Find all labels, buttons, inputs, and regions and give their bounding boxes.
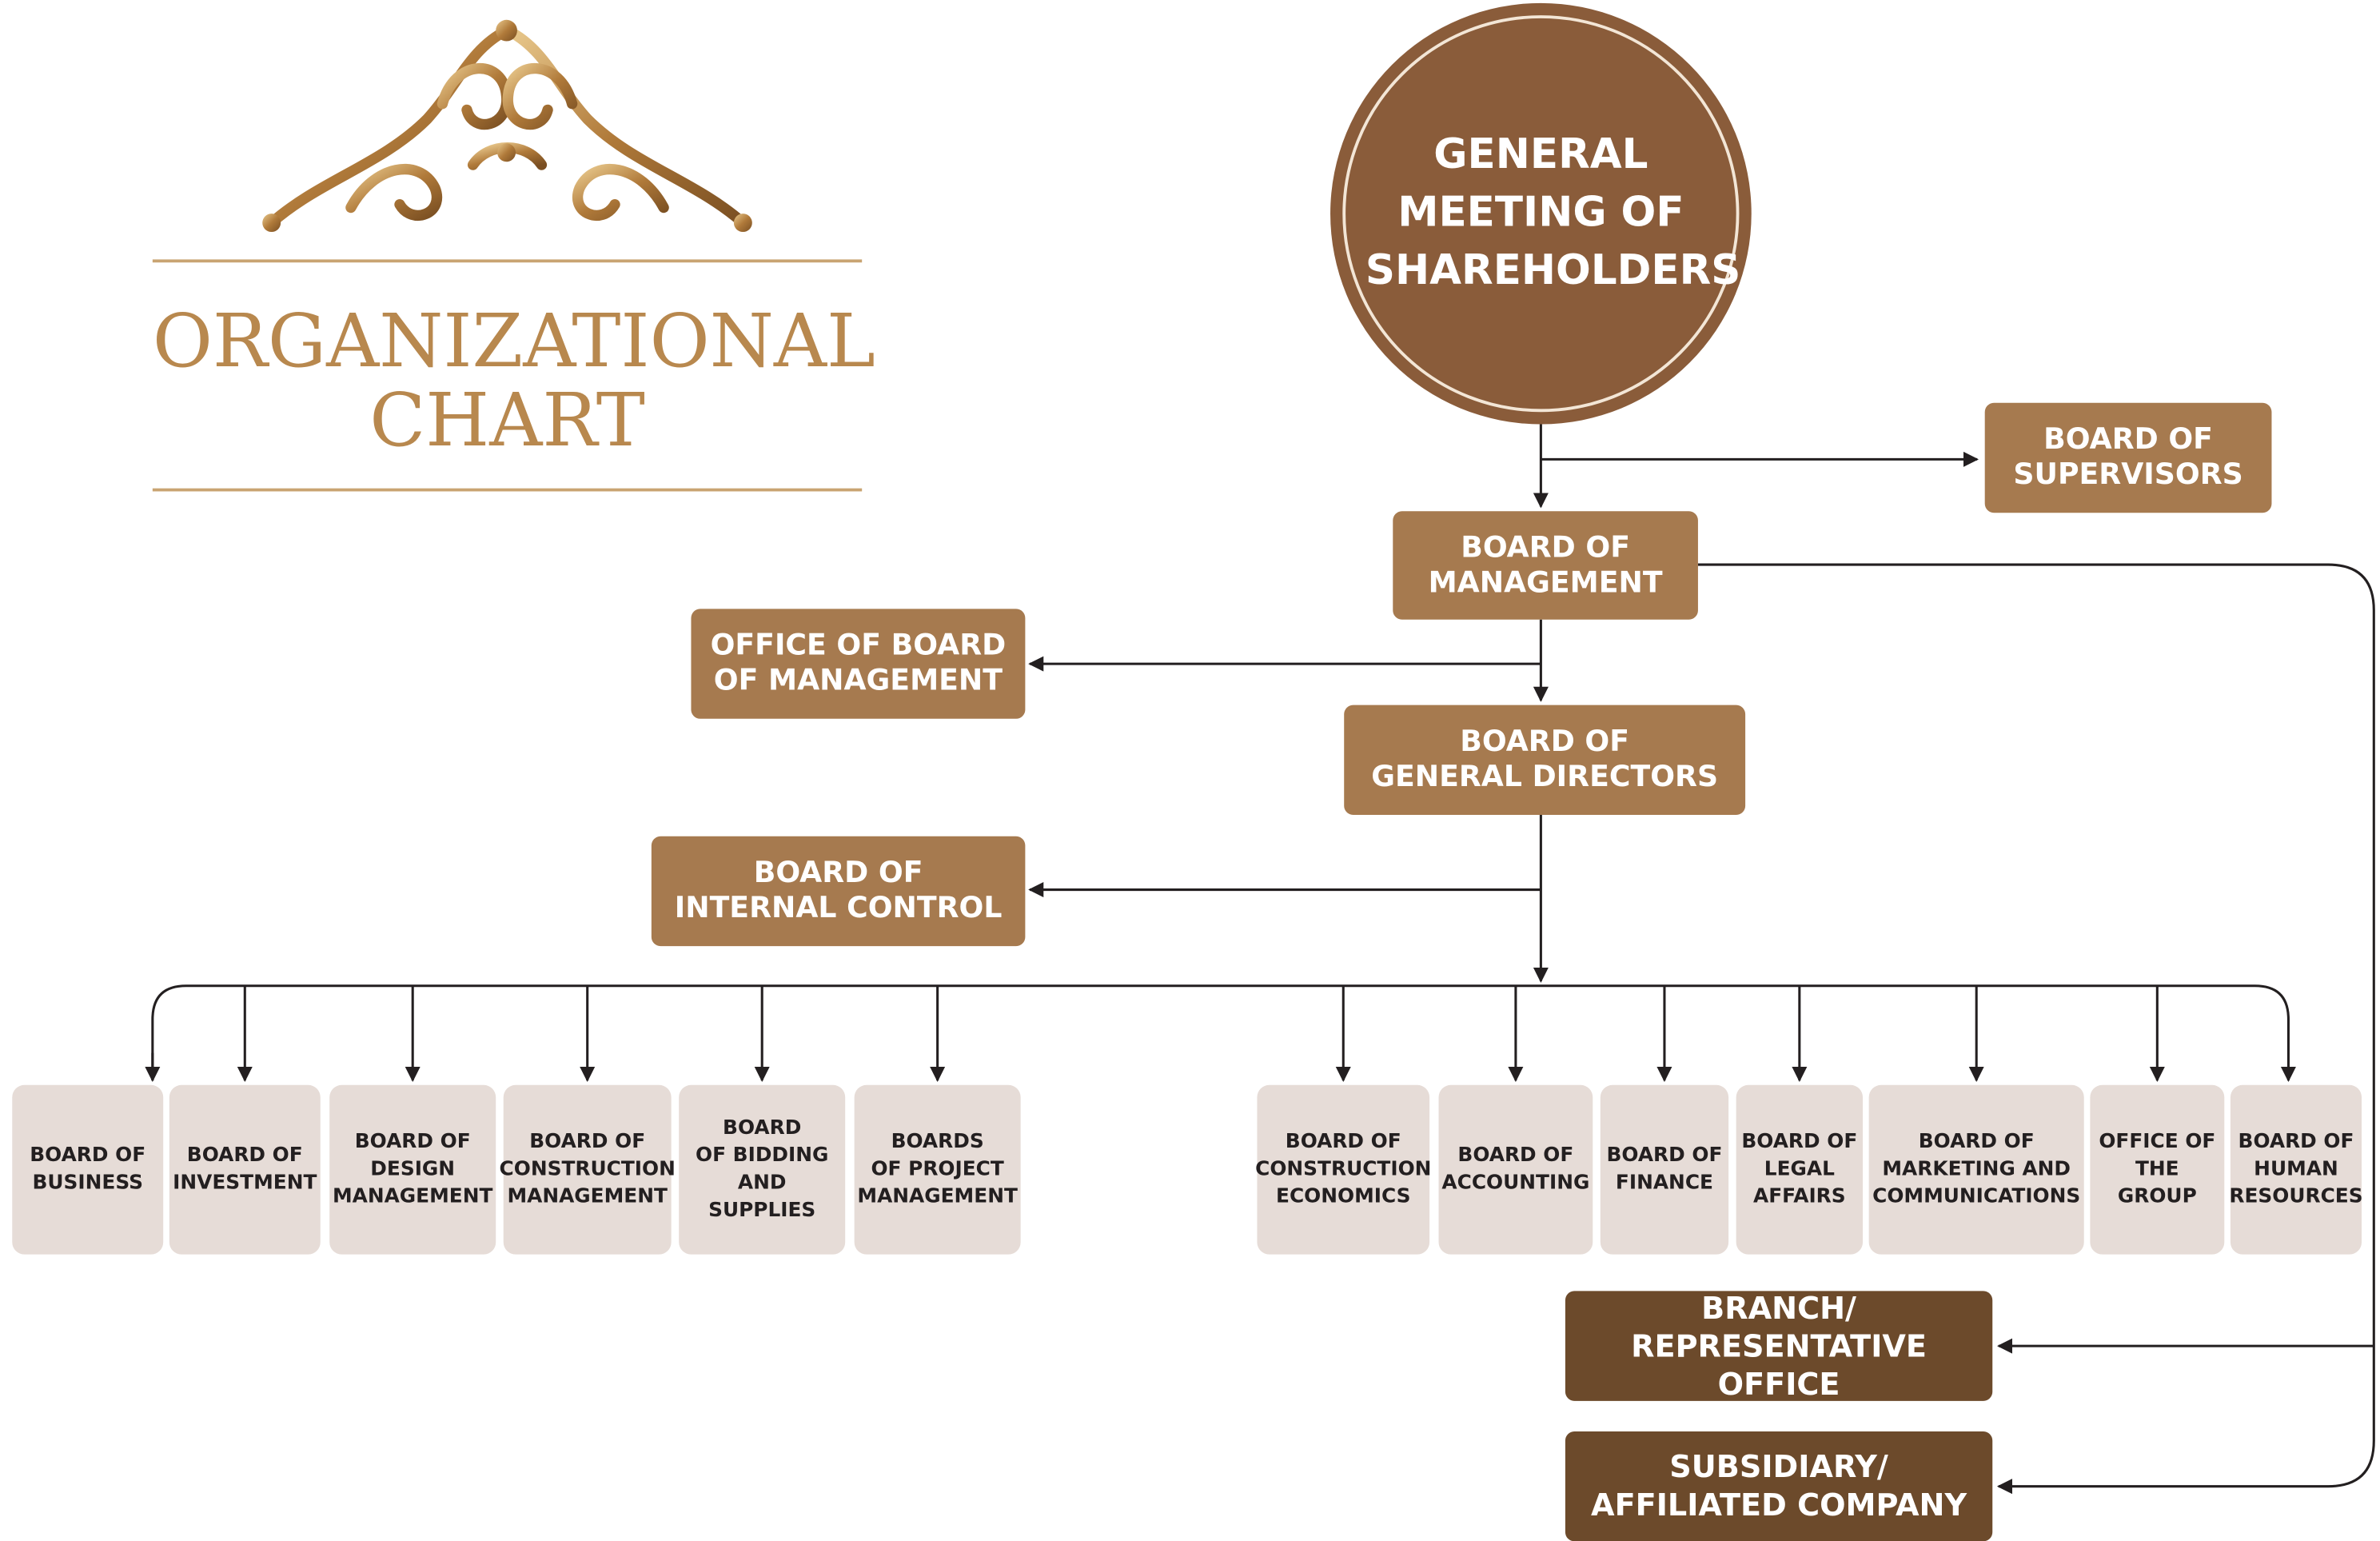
department-left-1: BOARD OF INVESTMENT <box>169 1084 321 1255</box>
title-rule-bottom <box>152 488 863 492</box>
department-left-3: BOARD OF CONSTRUCTION MANAGEMENT <box>500 1084 676 1255</box>
connector-line <box>151 984 2296 1082</box>
connector-line <box>1697 563 2375 1495</box>
board-of-management-node: BOARD OF MANAGEMENT <box>1393 511 1698 620</box>
title-line-2: CHART <box>369 378 645 465</box>
general-meeting-label: GENERAL MEETING OF SHAREHOLDERS <box>1365 131 1741 295</box>
title-rule-top <box>152 259 863 263</box>
department-right-3: BOARD OF LEGAL AFFAIRS <box>1736 1084 1864 1255</box>
department-right-0: BOARD OF CONSTRUCTION ECONOMICS <box>1255 1084 1431 1255</box>
board-of-internal-control-node: BOARD OF INTERNAL CONTROL <box>651 836 1026 947</box>
department-left-2: BOARD OF DESIGN MANAGEMENT <box>329 1084 496 1255</box>
department-left-5: BOARDS OF PROJECT MANAGEMENT <box>854 1084 1021 1255</box>
department-right-4: BOARD OF MARKETING AND COMMUNICATIONS <box>1868 1084 2084 1255</box>
branch-office-node: BRANCH/ REPRESENTATIVE OFFICE <box>1565 1289 1993 1402</box>
title-block: ORGANIZATIONAL CHART <box>152 0 875 504</box>
general-meeting-node: GENERAL MEETING OF SHAREHOLDERS <box>1330 2 1752 425</box>
department-right-6: BOARD OF HUMAN RESOURCES <box>2229 1084 2363 1255</box>
title-line-1: ORGANIZATIONAL <box>152 299 875 385</box>
department-left-4: BOARD OF BIDDING AND SUPPLIES <box>679 1084 846 1255</box>
department-right-2: BOARD OF FINANCE <box>1600 1084 1729 1255</box>
department-right-1: BOARD OF ACCOUNTING <box>1438 1084 1593 1255</box>
board-of-general-directors-node: BOARD OF GENERAL DIRECTORS <box>1344 705 1746 816</box>
subsidiary-company-node: SUBSIDIARY/ AFFILIATED COMPANY <box>1565 1431 1993 1541</box>
department-right-5: OFFICE OF THE GROUP <box>2090 1084 2225 1255</box>
circle-ring: GENERAL MEETING OF SHAREHOLDERS <box>1342 15 1741 413</box>
department-left-0: BOARD OF BUSINESS <box>12 1084 164 1255</box>
ornament-icon <box>262 19 752 233</box>
office-of-board-of-management-node: OFFICE OF BOARD OF MANAGEMENT <box>691 609 1026 719</box>
board-of-supervisors-node: BOARD OF SUPERVISORS <box>1984 402 2272 513</box>
